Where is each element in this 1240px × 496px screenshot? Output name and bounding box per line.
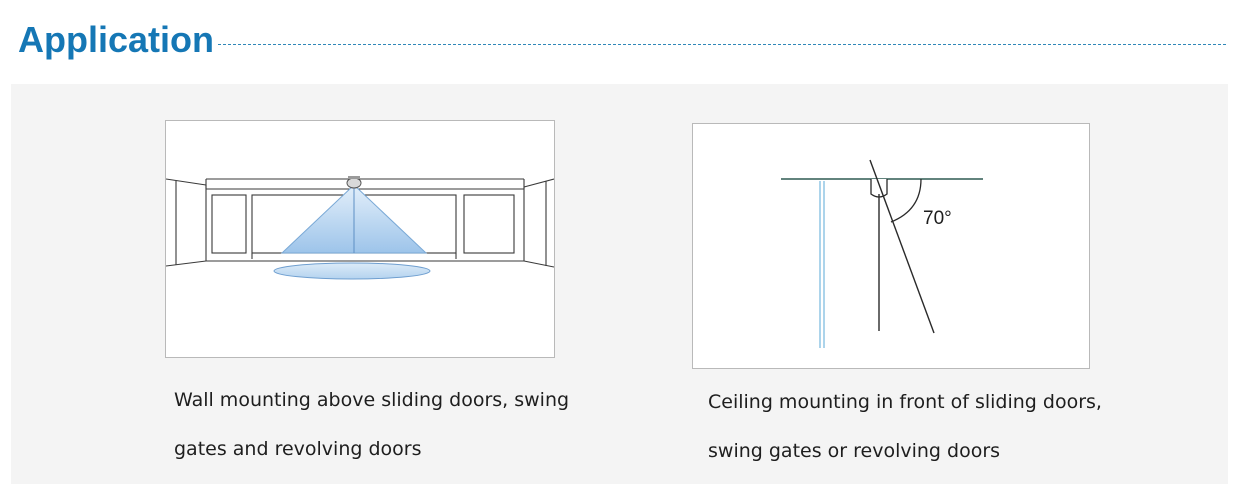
- wall-mounting-figure: [165, 120, 555, 358]
- section-header: Application: [18, 14, 1226, 64]
- title-divider: [218, 44, 1226, 45]
- application-panel: Wall mounting above sliding doors, swing…: [11, 84, 1228, 484]
- page-title: Application: [18, 19, 214, 60]
- sensor-icon: [346, 177, 362, 189]
- angle-arc: [890, 178, 922, 223]
- caption-line: Wall mounting above sliding doors, swing: [174, 389, 570, 411]
- wall-mounting-caption: Wall mounting above sliding doors, swing…: [174, 376, 594, 474]
- wall-mounting-illustration: [166, 176, 554, 280]
- caption-line: swing gates or revolving doors: [708, 440, 1001, 462]
- angle-label: 70°: [923, 208, 952, 229]
- detection-area: [273, 262, 431, 280]
- ceiling-mounting-caption: Ceiling mounting in front of sliding doo…: [708, 378, 1148, 476]
- caption-line: gates and revolving doors: [174, 438, 422, 460]
- ceiling-mounting-illustration: 70°: [781, 159, 983, 348]
- caption-line: Ceiling mounting in front of sliding doo…: [708, 391, 1102, 413]
- ceiling-mounting-figure: 70°: [692, 123, 1090, 369]
